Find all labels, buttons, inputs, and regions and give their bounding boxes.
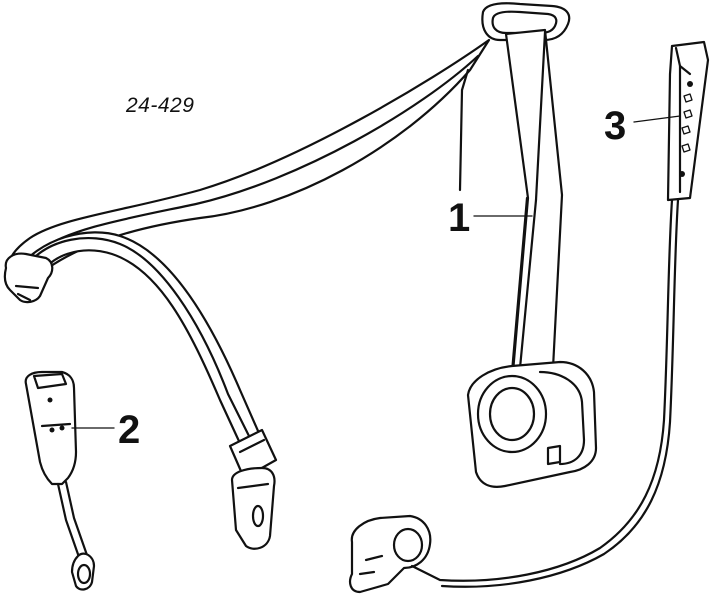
callout-3: 3 <box>604 104 627 148</box>
leader-line-3 <box>633 115 681 123</box>
callout-1: 1 <box>448 196 471 240</box>
floor-anchor-bracket <box>349 514 432 594</box>
belt-tongue-plate <box>228 428 278 550</box>
seat-belt-assembly <box>3 2 598 594</box>
lap-strap-loop <box>8 38 491 454</box>
callout-leaders <box>71 115 681 429</box>
reference-number: 24-429 <box>126 94 195 117</box>
callout-2: 2 <box>118 408 141 452</box>
upper-belt-guide <box>481 2 571 42</box>
seat-belt-buckle <box>24 370 96 591</box>
left-end-anchor <box>3 252 54 304</box>
shoulder-strap <box>504 28 564 374</box>
belt-retractor <box>466 360 598 488</box>
buckle-bracket-with-cable <box>410 40 710 588</box>
